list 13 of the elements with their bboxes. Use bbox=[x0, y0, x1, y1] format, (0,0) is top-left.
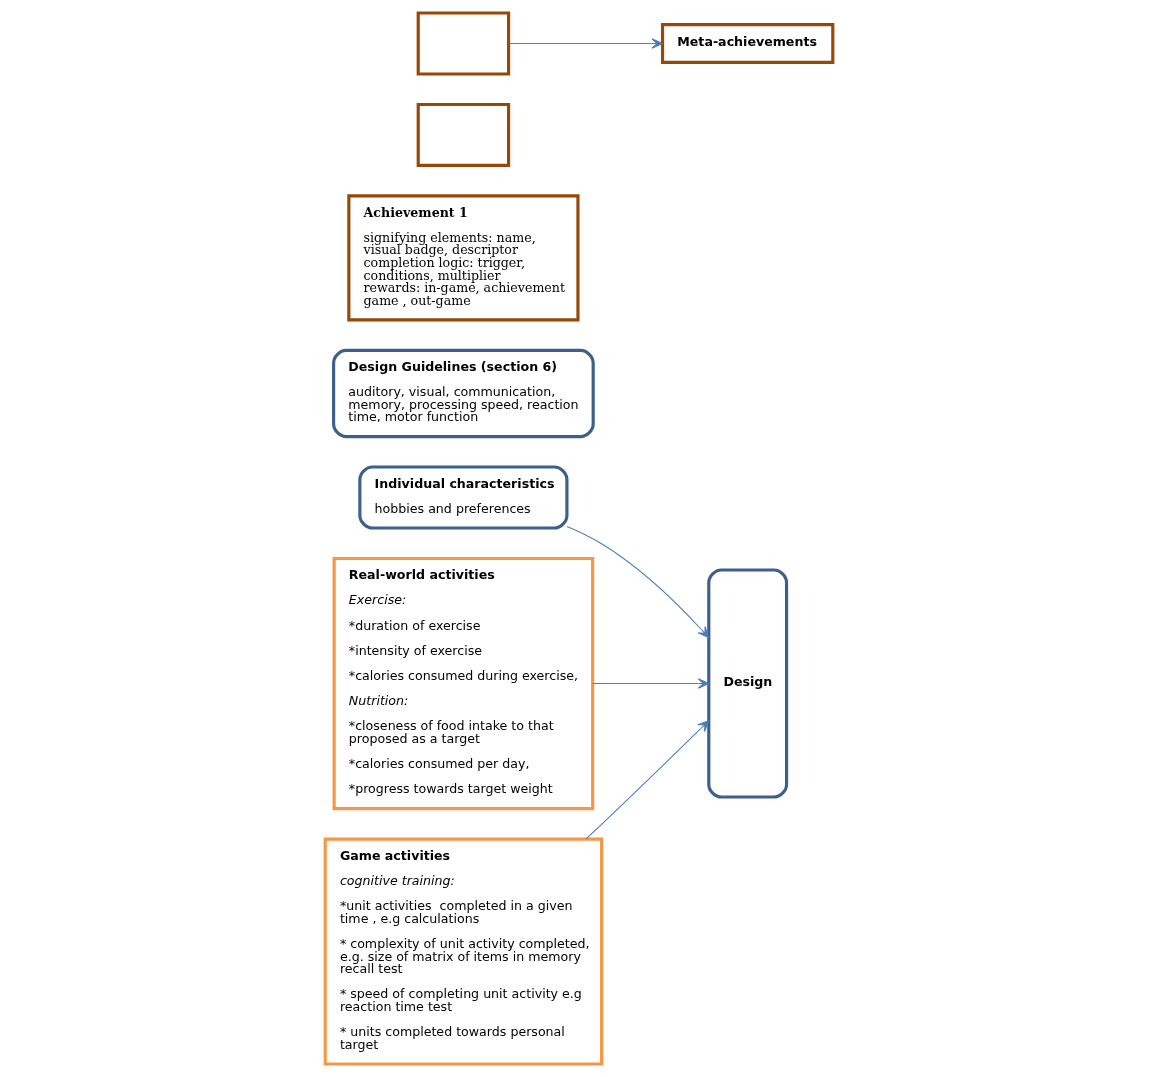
node-box: Design Guidelines (section 6) auditory, visual, communication, memory, processing speed, reaction time, motor function bbox=[331, 348, 595, 439]
arrow bbox=[507, 38, 663, 49]
node-box: Game activities cognitive training: *unit activities completed in a given time , e.g calculations * complexity of unit activity completed, e.g. size of matrix of items in memory recall test * speed of completing unit activity e.g reaction time test * units completed towards personal target bbox=[323, 837, 603, 1066]
arrow bbox=[566, 525, 709, 638]
arrow bbox=[591, 678, 709, 689]
node-box: Real-world activities Exercise: *duration of exercise *intensity of exercise *calories consumed during exercise, Nutrition: *closeness of food intake to that proposed as a target *calories consumed per day, *progress towards target weight bbox=[332, 556, 594, 811]
node-box: Design bbox=[706, 568, 788, 799]
node-box bbox=[416, 11, 510, 76]
node-box: Meta-achievements bbox=[660, 23, 834, 64]
arrow bbox=[585, 720, 709, 840]
node-box: Achievement 1 signifying elements: name, visual badge, descriptor completion logic: trigger, conditions, multiplier rewards: in-game, achievement game , out-game bbox=[346, 194, 580, 322]
node-box bbox=[416, 102, 510, 167]
node-box: Individual characteristics hobbies and preferences bbox=[357, 465, 568, 530]
